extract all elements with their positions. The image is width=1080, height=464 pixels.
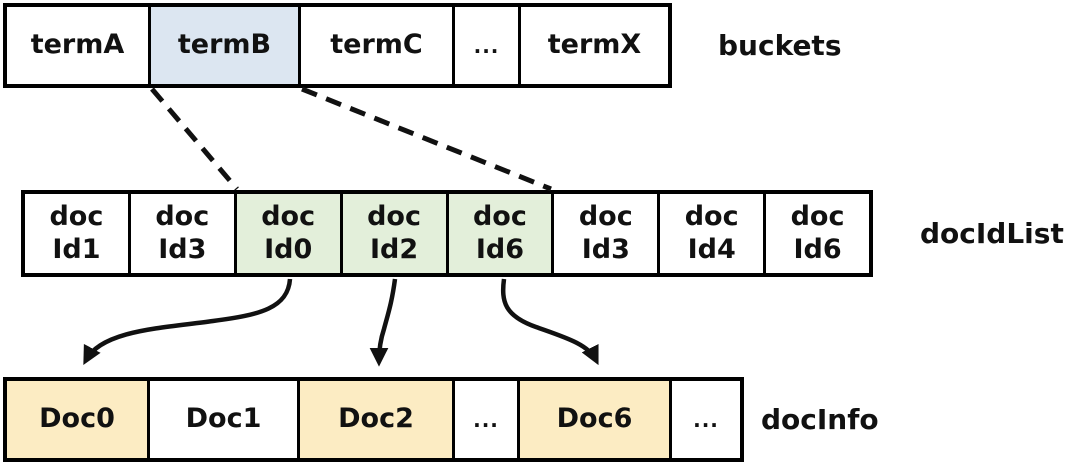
docinfo-row: Doc0 Doc1 Doc2 ... Doc6 ... [3,377,744,462]
bucket-cell-label: termA [30,29,125,61]
docid2-to-doc2-arrow [369,278,398,367]
bucket-cell-termB-highlighted: termB [151,7,301,84]
bucket-cell-termA: termA [7,7,151,84]
docinfo-cell-doc1: Doc1 [150,381,300,458]
buckets-label: buckets [718,29,842,62]
bucket-cell-ellipsis: ... [455,7,521,84]
ellipsis-label: ... [473,33,500,58]
docidlist-cell-5: doc Id3 [554,194,661,273]
termb-to-docidlist-dashed-line-right [301,86,552,192]
docinfo-cell-doc0-highlighted: Doc0 [7,381,150,458]
docid6-to-doc6-arrow [501,278,599,366]
docid0-to-doc0-arrow [83,278,293,365]
docinfo-label: docInfo [761,403,879,436]
docidlist-cell-1: doc Id3 [130,194,237,273]
docidlist-label: docIdList [920,217,1064,250]
bucket-cell-label: termC [330,29,423,61]
docidlist-cell-0: doc Id1 [25,194,131,273]
docinfo-cell-ellipsis-2: ... [672,381,740,458]
docinfo-cell-ellipsis-1: ... [455,381,520,458]
bucket-cell-label: termB [177,29,272,61]
docidlist-cell-7: doc Id6 [766,194,869,273]
docidlist-row: doc Id1 doc Id3 doc Id0 doc Id2 doc Id6 … [21,190,873,277]
bucket-cell-label: termX [547,29,642,61]
ellipsis-label: ... [693,407,719,432]
docinfo-cell-doc2-highlighted: Doc2 [300,381,455,458]
docidlist-cell-6: doc Id4 [660,194,767,273]
termb-to-docidlist-dashed-line-left [150,87,239,191]
bucket-cell-termX: termX [521,7,668,84]
docidlist-cell-4-highlighted: doc Id6 [448,194,555,273]
ellipsis-label: ... [473,407,499,432]
docidlist-cell-3-highlighted: doc Id2 [342,194,449,273]
buckets-row: termA termB termC ... termX [3,3,672,88]
docinfo-cell-doc6-highlighted: Doc6 [520,381,672,458]
bucket-cell-termC: termC [301,7,455,84]
docidlist-cell-2-highlighted: doc Id0 [236,194,343,273]
